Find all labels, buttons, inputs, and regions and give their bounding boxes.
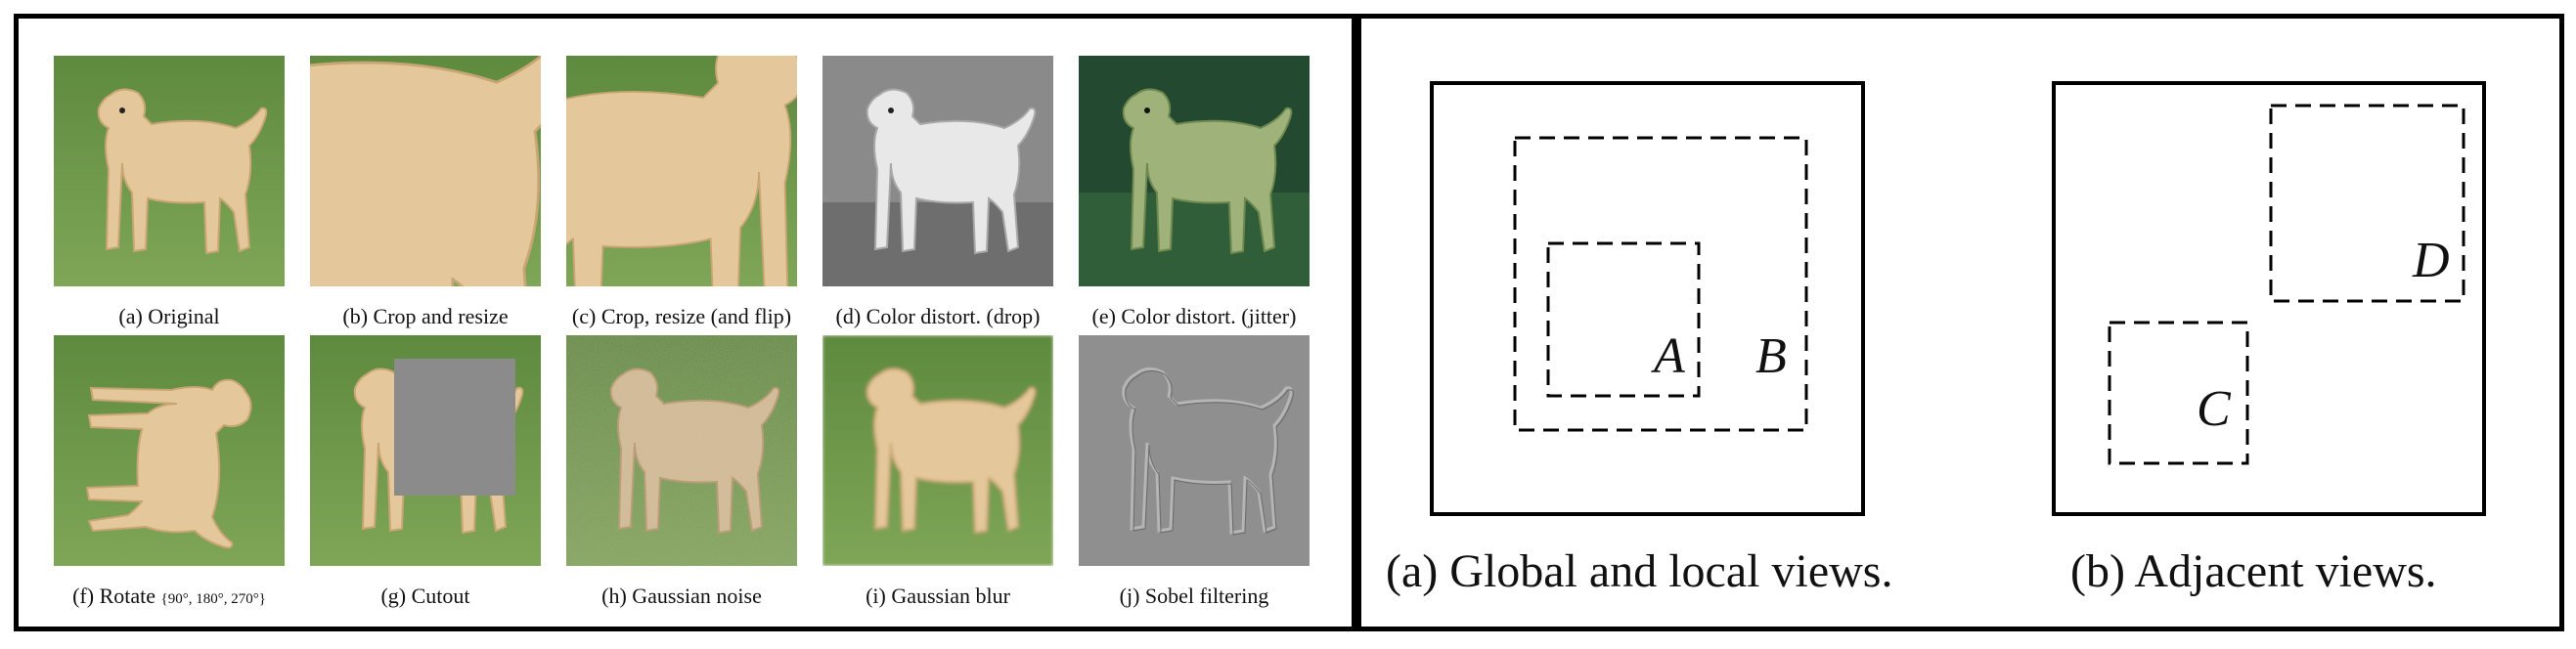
caption-d: (d) Color distort. (drop) xyxy=(835,304,1041,328)
dog-gaussian-noise-image xyxy=(566,335,797,566)
views-diagram xyxy=(1430,81,2486,516)
caption-e: (e) Color distort. (jitter) xyxy=(1091,304,1297,328)
caption-j: (j) Sobel filtering xyxy=(1119,584,1269,608)
dog-rotate-image xyxy=(54,335,285,566)
caption-b: (b) Crop and resize xyxy=(342,304,509,328)
adjacent-view-C xyxy=(2108,321,2249,465)
dog-cutout-image xyxy=(310,335,541,566)
caption-i: (i) Gaussian blur xyxy=(866,584,1010,608)
dog-crop-flip-image xyxy=(566,56,797,286)
caption-adjacent: (b) Adjacent views. xyxy=(2070,545,2437,597)
dog-sobel-image xyxy=(1079,335,1310,566)
caption-h: (h) Gaussian noise xyxy=(601,584,762,608)
caption-f-text: (f) Rotate xyxy=(72,584,155,608)
label-A: A xyxy=(1654,328,1685,384)
augmentation-panel: (a) Original (b) Crop and resize (c) Cro… xyxy=(14,14,1361,631)
caption-a: (a) Original xyxy=(118,304,220,328)
caption-global-local: (a) Global and local views. xyxy=(1386,545,1893,597)
dog-color-drop-image xyxy=(822,56,1053,286)
views-panel: A B C D (a) Global and local views. (b) … xyxy=(1352,14,2564,631)
outer-view-B xyxy=(1513,136,1808,432)
inner-view-A xyxy=(1546,241,1701,398)
dog-gaussian-blur-image xyxy=(822,335,1053,566)
caption-c: (c) Crop, resize (and flip) xyxy=(571,304,792,328)
dog-original-image xyxy=(54,56,285,286)
label-D: D xyxy=(2413,233,2450,288)
caption-f: (f) Rotate {90°, 180°, 270°} xyxy=(41,584,297,609)
label-C: C xyxy=(2197,381,2231,437)
global-local-frame xyxy=(1430,81,1865,516)
dog-crop-resize-image xyxy=(310,56,541,286)
label-B: B xyxy=(1755,328,1787,384)
caption-f-angles: {90°, 180°, 270°} xyxy=(160,591,266,607)
dog-color-jitter-image xyxy=(1079,56,1310,286)
adjacent-frame xyxy=(2052,81,2486,516)
caption-g: (g) Cutout xyxy=(380,584,470,608)
